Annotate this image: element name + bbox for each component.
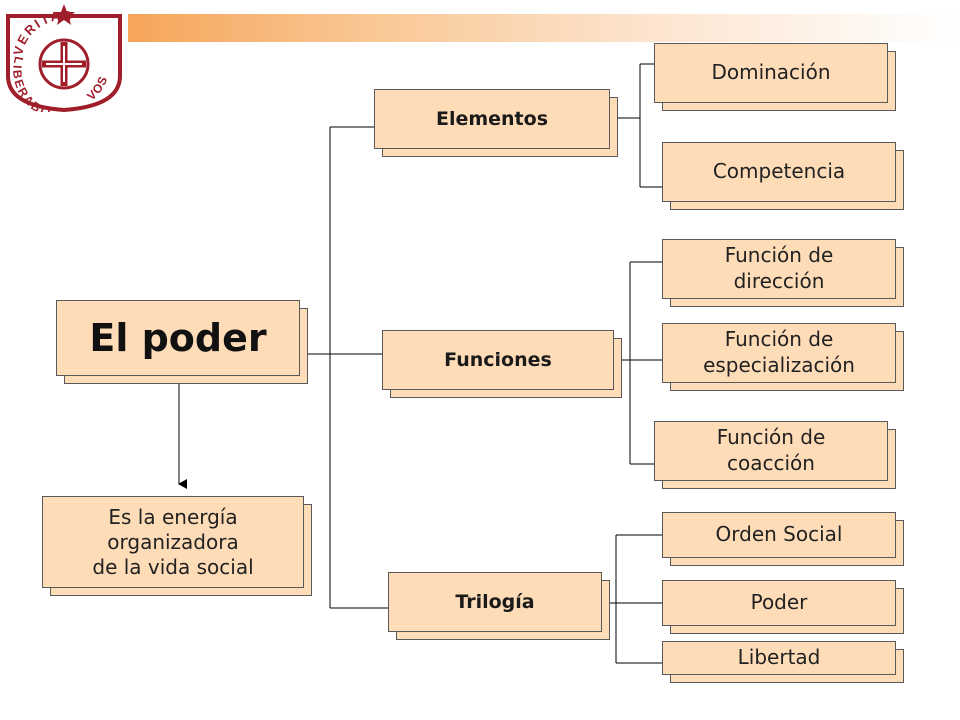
connector-elementos (610, 63, 662, 188)
veritas-liberabit-vos-logo: VERITAS LIBERABIT VOS (6, 4, 122, 112)
connector-trilogia (602, 534, 662, 664)
trilogia-node: Trilogía (388, 572, 602, 632)
header-banner-gradient (128, 14, 960, 42)
funciones-node: Funciones (382, 330, 614, 390)
leaf-orden-social: Orden Social (662, 512, 896, 558)
leaf-funcion-especializacion: Función de especialización (662, 323, 896, 383)
definition-node: Es la energía organizadora de la vida so… (42, 496, 304, 588)
leaf-funcion-coaccion: Función de coacción (654, 421, 888, 481)
connector-funciones (614, 261, 662, 465)
leaf-poder: Poder (662, 580, 896, 626)
leaf-funcion-direccion: Función de dirección (662, 239, 896, 299)
leaf-dominacion: Dominación (654, 43, 888, 103)
leaf-libertad: Libertad (662, 641, 896, 675)
root-node: El poder (56, 300, 300, 376)
leaf-competencia: Competencia (662, 142, 896, 202)
elementos-node: Elementos (374, 89, 610, 149)
